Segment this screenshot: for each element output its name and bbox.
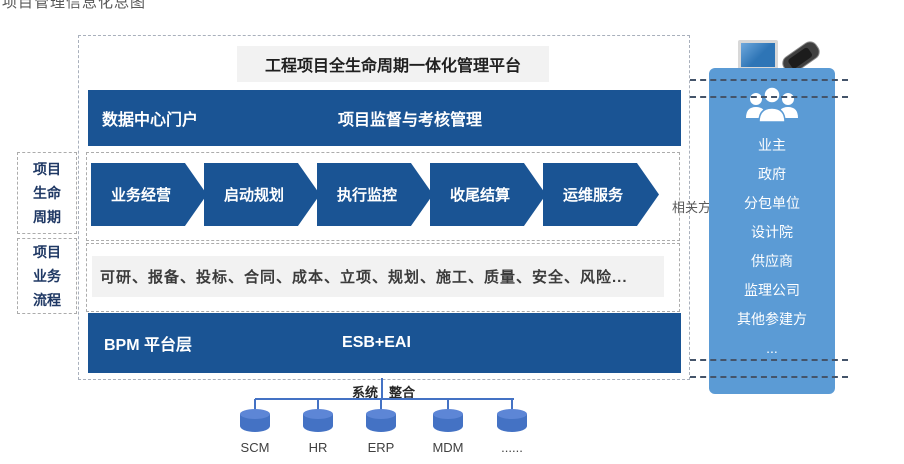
process-items-strip: 可研、报备、投标、合同、成本、立项、规划、施工、质量、安全、风险... (92, 256, 664, 297)
stakeholder-item: 业主 (758, 136, 786, 153)
integration-stub (317, 399, 319, 410)
panel-dash-line (690, 79, 848, 81)
lifecycle-stage-arrow: 收尾结算 (430, 163, 546, 226)
bpm-label: BPM 平台层 (104, 337, 193, 354)
integration-trunk-line (381, 378, 383, 399)
people-group-icon (746, 86, 798, 123)
integration-branch-line (255, 398, 514, 400)
database-icon (366, 409, 396, 432)
stakeholder-item: 设计院 (751, 223, 793, 240)
lifecycle-stage-arrow: 执行监控 (317, 163, 433, 226)
portal-bar-left-label: 数据中心门户 (102, 112, 199, 129)
stakeholder-item: 监理公司 (744, 281, 800, 298)
stakeholder-item: 供应商 (751, 252, 793, 269)
stakeholder-item: 其他参建方 (737, 310, 807, 327)
lifecycle-stage-arrow: 业务经营 (91, 163, 207, 226)
system-label: ...... (501, 440, 523, 455)
integration-label-left: 系统 (352, 385, 379, 400)
portal-bar: 数据中心门户 项目监督与考核管理 (88, 90, 681, 146)
panel-dash-line (690, 359, 848, 361)
page-header-clipped: 项目管理信息化总图 (2, 0, 147, 11)
database-icon (497, 409, 527, 432)
platform-title: 工程项目全生命周期一体化管理平台 (237, 46, 549, 82)
lifecycle-stage-arrow: 运维服务 (543, 163, 659, 226)
lifecycle-lane (86, 152, 680, 241)
monitor-icon (738, 40, 778, 70)
system-label: MDM (432, 440, 464, 455)
integration-label-right: 整合 (389, 385, 416, 400)
platform-frame (78, 35, 690, 380)
esb-eai-label: ESB+EAI (342, 334, 411, 351)
platform-layer-bar: BPM 平台层 ESB+EAI (88, 313, 681, 373)
portal-bar-center-label: 项目监督与考核管理 (338, 112, 483, 129)
database-icon (433, 409, 463, 432)
database-icon (240, 409, 270, 432)
side-label-lifecycle: 项目 生命 周期 (17, 152, 77, 234)
process-lane (86, 243, 680, 312)
stakeholders-label: 相关方 (672, 200, 712, 215)
integration-stub (511, 399, 513, 410)
smartphone-screen (787, 46, 814, 70)
database-icon (303, 409, 333, 432)
panel-dash-line (690, 376, 848, 378)
lifecycle-stage-arrow: 启动规划 (204, 163, 320, 226)
panel-dash-line (690, 96, 848, 98)
side-label-process: 项目 业务 流程 (17, 238, 77, 314)
integration-stub (254, 399, 256, 410)
system-label: SCM (240, 440, 270, 455)
system-label: ERP (367, 440, 395, 455)
stakeholder-item: 分包单位 (744, 194, 800, 211)
integration-stub (380, 399, 382, 410)
system-label: HR (308, 440, 328, 455)
stakeholder-item: ... (766, 339, 778, 356)
stakeholders-panel: 业主 政府 分包单位 设计院 供应商 监理公司 其他参建方 ... (709, 68, 835, 394)
integration-stub (447, 399, 449, 410)
stakeholder-item: 政府 (758, 165, 786, 182)
